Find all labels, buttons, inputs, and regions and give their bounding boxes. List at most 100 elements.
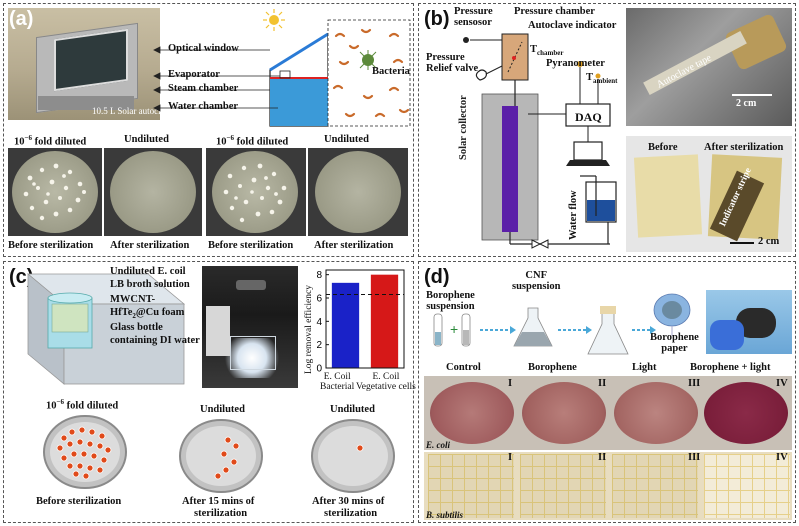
- bacteria-cells: [332, 28, 410, 118]
- panel-b: [418, 3, 796, 257]
- y-tick-label: 4: [316, 317, 322, 328]
- plus-icon: +: [450, 321, 458, 337]
- scale-bar-top: [732, 94, 772, 96]
- label-water-flow: Water flow: [568, 190, 579, 240]
- plate-a1-footer: Before sterilization: [8, 240, 94, 251]
- dish-c3-footer-2: sterilization: [324, 508, 378, 519]
- solar-autoclave-schematic: [153, 9, 411, 127]
- y-tick-label: 8: [316, 270, 322, 281]
- borophene-process-schematic: +: [433, 293, 691, 355]
- plate-photo-a1: [8, 148, 102, 236]
- label-after-sterilization: After sterilization: [704, 142, 784, 153]
- label-lb-broth: LB broth solution: [110, 279, 190, 290]
- label-t-chamber: Tchamber: [530, 44, 564, 58]
- label-t-ambient: Tambient: [586, 72, 618, 86]
- label-before: Before: [648, 142, 678, 153]
- plate-a3-footer: Before sterilization: [208, 240, 294, 251]
- panel-a-label: (a): [9, 8, 34, 30]
- petri-dish: [315, 151, 401, 233]
- scale-bar-bottom: [730, 242, 754, 244]
- dish-c1-footer: Before sterilization: [36, 496, 122, 507]
- autoclave-tape-photo: Autoclave tape 2 cm: [626, 8, 792, 126]
- y-tick-label: 2: [316, 340, 322, 351]
- roman-ecoli-4: IV: [776, 378, 788, 389]
- roman-ecoli-2: II: [598, 378, 607, 389]
- plate-a4-footer: After sterilization: [314, 240, 394, 251]
- ecoli-plate-borophene: [522, 382, 606, 444]
- pyranometer-icon: [577, 61, 583, 67]
- label-bacteria: Bacteria: [372, 66, 410, 77]
- plate-photo-a4: [308, 148, 408, 236]
- water-tank-fill: [587, 200, 615, 221]
- plate-a3-header: 10−6 fold diluted: [216, 134, 289, 148]
- label-daq: DAQ: [575, 110, 602, 124]
- dish-c2-footer-1: After 15 mins of: [182, 496, 255, 507]
- chart-xlabel-1: E. Coil Bacterial: [320, 372, 355, 392]
- panel-d: [418, 261, 796, 523]
- label-scale-bottom: 2 cm: [758, 236, 780, 247]
- dish-c1-header: 10−6 fold diluted: [46, 398, 119, 412]
- bacterial-colonies: [223, 163, 287, 223]
- plate-photo-a3: [206, 148, 306, 236]
- chart-bars: [331, 274, 399, 368]
- colony-dots: [56, 426, 112, 480]
- ecoli-plate-control: [430, 382, 514, 444]
- sun-icon: [269, 15, 279, 25]
- indicator-photo: Before After sterilization Indicator str…: [626, 136, 792, 252]
- bar-2: [370, 274, 399, 368]
- bacterial-colonies: [23, 163, 86, 221]
- arrow-icon: [650, 326, 656, 334]
- dish-c2-header: Undiluted: [200, 404, 245, 415]
- panel-c: [3, 261, 414, 523]
- chart-ylabel: Log removal efficiency: [304, 285, 314, 374]
- filtration-flask: [587, 311, 629, 355]
- ambient-sensor-icon: [595, 73, 601, 79]
- pressure-sensor-icon: [463, 37, 469, 43]
- dish-c2: [179, 419, 263, 493]
- y-tick-label: 0: [316, 364, 322, 375]
- ecoli-plates-strip: [424, 376, 792, 450]
- autoclave-photo: 10.5 L Solar autoclave: [8, 8, 173, 120]
- roman-bsub-1: I: [508, 452, 513, 463]
- col-header-light: Light: [632, 362, 657, 373]
- col-header-borophene-light: Borophene + light: [690, 362, 771, 373]
- water-tank-schematic: [580, 175, 617, 244]
- ecoli-plate-light: [614, 382, 698, 444]
- arrow-icon: [586, 326, 592, 334]
- label-solar-collector: Solar collector: [458, 95, 469, 160]
- label-undiluted-ecoli: Undiluted E. coil: [110, 266, 186, 277]
- roman-ecoli-3: III: [688, 378, 701, 389]
- label-evaporator: Evaporator: [168, 69, 220, 80]
- autoclave-legs: [38, 96, 134, 110]
- laptop-icon: [573, 141, 603, 161]
- bsub-grid-control: [428, 454, 514, 518]
- panel-c-label: (c): [9, 266, 34, 288]
- label-mwcnt: MWCNT-: [110, 294, 156, 305]
- reactor-schematic: [26, 273, 186, 385]
- col-header-control: Control: [446, 362, 481, 373]
- label-di-water: containing DI water: [110, 335, 200, 346]
- roman-bsub-3: III: [688, 452, 701, 463]
- reactor-photo: [202, 266, 298, 388]
- colony-dots: [214, 436, 240, 480]
- panel-a: [3, 3, 414, 257]
- bsub-grid-light: [612, 454, 698, 518]
- acrylic-box: [230, 336, 276, 370]
- equipment: [206, 306, 230, 356]
- label-pressure-sensor: Pressure sensosor: [454, 6, 493, 28]
- bsub-grid-borophene-light: [704, 454, 790, 518]
- col-header-borophene: Borophene: [528, 362, 577, 373]
- label-water-chamber: Water chamber: [168, 101, 239, 112]
- plate-a1-header: 10−6 fold diluted: [14, 134, 87, 148]
- plot-frame: [325, 269, 405, 369]
- panel-b-label: (b): [424, 8, 450, 30]
- autoclave-caption: 10.5 L Solar autoclave: [92, 106, 174, 116]
- cu-foam: [51, 303, 89, 333]
- roman-bsub-2: II: [598, 452, 607, 463]
- valve-icon: [531, 239, 542, 249]
- lamp: [236, 280, 266, 290]
- plate-photo-a2: [104, 148, 202, 236]
- plate-a2-header: Undiluted: [124, 134, 169, 145]
- relief-valve-icon: [475, 69, 487, 81]
